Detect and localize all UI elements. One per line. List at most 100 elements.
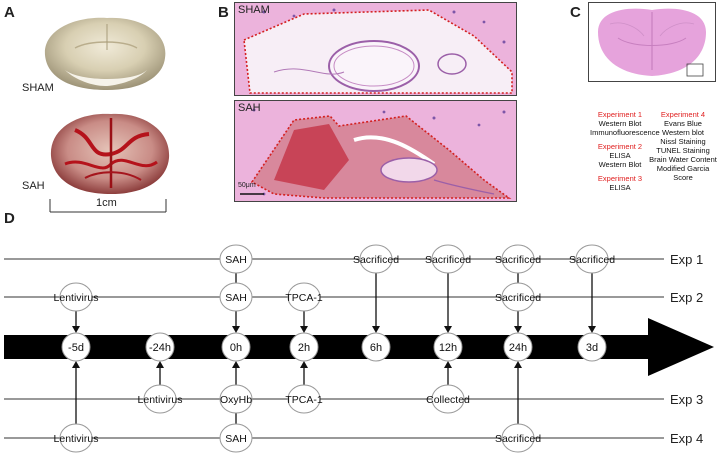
event-label: Sacrificed — [425, 254, 471, 266]
event-node — [431, 244, 465, 274]
timepoint-label: 0h — [230, 342, 242, 354]
timeline-row-label: Exp 1 — [670, 252, 703, 267]
event-node — [219, 244, 253, 274]
experiment-2-item: ELISA — [609, 151, 631, 160]
experiment-4-item: TUNEL Staining — [656, 146, 710, 155]
event-node — [219, 423, 253, 453]
timepoint-node — [221, 332, 251, 362]
sah-histology-image — [234, 100, 517, 202]
event-label: OxyHb — [220, 394, 252, 406]
event-node — [219, 282, 253, 312]
event-arrowhead — [156, 361, 164, 368]
event-arrowhead — [444, 326, 452, 333]
timepoint-label: -24h — [149, 342, 171, 354]
experiment-4-item: Nissl Staining — [660, 137, 706, 146]
event-arrowhead — [72, 326, 80, 333]
event-arrowhead — [514, 361, 522, 368]
event-arrowhead — [588, 326, 596, 333]
event-label: Lentivirus — [138, 394, 183, 406]
experiment-3-item: ELISA — [609, 183, 631, 192]
scale-bar-label: 1cm — [96, 197, 117, 209]
experiment-4-item: Brain Water Content — [649, 155, 717, 164]
event-node — [431, 384, 465, 414]
sham-histology-title: SHAM — [238, 4, 270, 16]
timeline-row-label: Exp 2 — [670, 290, 703, 305]
experiment-4-item: Western blot — [662, 128, 704, 137]
timepoint-label: 6h — [370, 342, 382, 354]
experiment-1-title: Experiment 1 — [597, 110, 643, 119]
event-node — [501, 244, 535, 274]
event-arrowhead — [514, 326, 522, 333]
event-node — [59, 423, 93, 453]
experiment-4-item: Evans Blue — [664, 119, 702, 128]
event-arrowhead — [72, 361, 80, 368]
timepoint-node — [145, 332, 175, 362]
timepoint-node — [361, 332, 391, 362]
timepoint-node — [503, 332, 533, 362]
timepoint-node — [577, 332, 607, 362]
event-label: Sacrificed — [495, 433, 541, 445]
sah-histology-title: SAH — [238, 102, 261, 114]
panel-d-label: D — [4, 210, 15, 227]
sham-brain-label: SHAM — [22, 82, 54, 94]
event-label: Sacrificed — [569, 254, 615, 266]
sah-brain-photo — [50, 113, 170, 194]
event-arrowhead — [300, 361, 308, 368]
sham-histology-image — [234, 2, 517, 96]
event-node — [143, 384, 177, 414]
scale-bar-1cm — [49, 199, 167, 213]
event-label: SAH — [225, 254, 247, 266]
event-node — [501, 282, 535, 312]
event-arrowhead — [232, 326, 240, 333]
event-label: Sacrificed — [495, 254, 541, 266]
experiment-4-item: Modified Garcia Score — [656, 164, 710, 182]
histology-scale-label: 50μm — [238, 182, 256, 189]
experiment-1-item: Immunofluorescence — [590, 128, 660, 137]
timeline-row-label: Exp 3 — [670, 392, 703, 407]
event-node — [59, 282, 93, 312]
timeline-row-label: Exp 4 — [670, 431, 703, 446]
event-arrowhead — [232, 361, 240, 368]
experiment-4-title: Experiment 4 — [660, 110, 706, 119]
event-label: Sacrificed — [353, 254, 399, 266]
event-node — [287, 282, 321, 312]
sham-brain-photo — [44, 17, 166, 90]
panel-a-label: A — [4, 4, 15, 21]
event-node — [501, 423, 535, 453]
timepoint-node — [433, 332, 463, 362]
event-label: TPCA-1 — [285, 394, 323, 406]
experiment-2-item: Western Blot — [598, 160, 642, 169]
experiment-4-legend: Experiment 4 Evans Blue Western blot Nis… — [648, 110, 718, 182]
timepoint-node — [61, 332, 91, 362]
panel-b-label: B — [218, 4, 229, 21]
time-axis-arrowhead — [648, 318, 714, 376]
panel-c-label: C — [570, 4, 581, 21]
event-node — [575, 244, 609, 274]
event-label: SAH — [225, 292, 247, 304]
experiment-3-title: Experiment 3 — [597, 174, 643, 183]
timepoint-label: 2h — [298, 342, 310, 354]
timepoint-label: -5d — [68, 342, 84, 354]
event-arrowhead — [300, 326, 308, 333]
event-node — [359, 244, 393, 274]
event-label: Sacrificed — [495, 292, 541, 304]
event-label: TPCA-1 — [285, 292, 323, 304]
time-axis-bar — [4, 335, 650, 359]
event-label: Lentivirus — [54, 292, 99, 304]
experiment-1-legend: Experiment 1 Western Blot Immunofluoresc… — [590, 110, 660, 192]
event-arrowhead — [444, 361, 452, 368]
sah-brain-label: SAH — [22, 180, 45, 192]
event-label: SAH — [225, 433, 247, 445]
experiment-2-title: Experiment 2 — [597, 142, 643, 151]
timepoint-label: 24h — [509, 342, 527, 354]
experiment-1-item: Western Blot — [598, 119, 642, 128]
event-node — [287, 384, 321, 414]
timepoint-label: 3d — [586, 342, 598, 354]
timepoint-node — [289, 332, 319, 362]
event-node — [219, 384, 253, 414]
coronal-brain-section — [588, 2, 716, 82]
timepoint-label: 12h — [439, 342, 457, 354]
event-arrowhead — [372, 326, 380, 333]
event-label: Lentivirus — [54, 433, 99, 445]
